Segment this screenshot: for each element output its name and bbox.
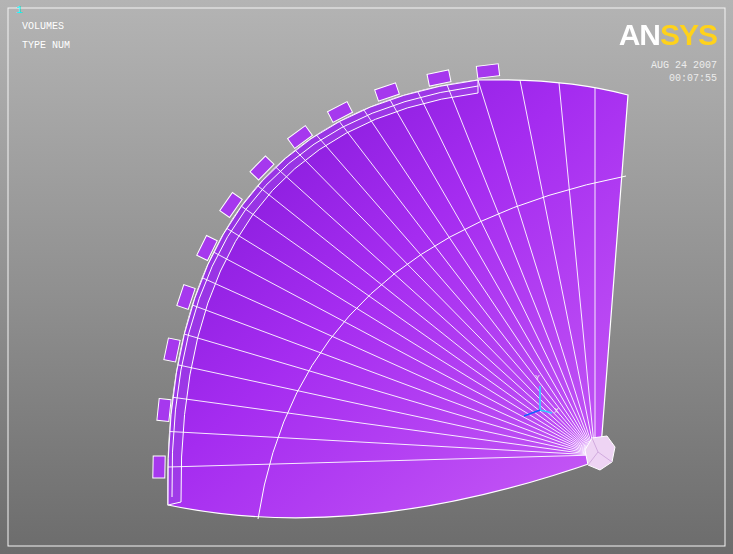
software-logo: ANSYS: [619, 18, 717, 51]
axis-triad: [524, 386, 552, 416]
axis-label: Y: [535, 374, 540, 383]
plot-type-label: VOLUMES: [22, 21, 64, 32]
view-frame: [8, 8, 725, 546]
rim-band: [168, 80, 478, 505]
plot-time: 00:07:55: [669, 73, 717, 84]
hub-edges: [588, 438, 612, 465]
plot-option-label: TYPE NUM: [22, 40, 70, 51]
section-lines: [172, 86, 626, 519]
window-number: 1: [16, 4, 23, 16]
plot-date: AUG 24 2007: [651, 60, 717, 71]
axis-label: X: [554, 407, 559, 416]
shell-volume: [168, 80, 628, 518]
mesh-lines: [168, 80, 595, 467]
hub-volume: [585, 436, 615, 470]
